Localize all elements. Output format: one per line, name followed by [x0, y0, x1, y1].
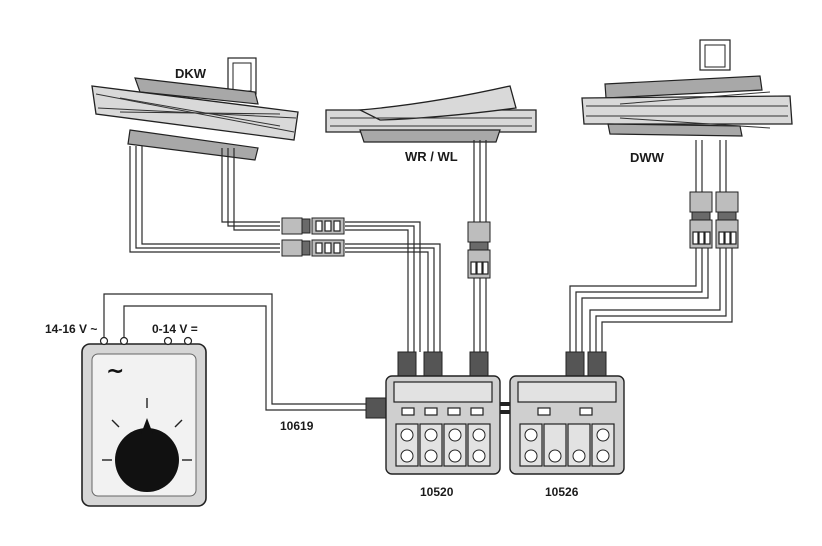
dkw-label: DKW: [175, 66, 207, 81]
dww-wires: [569, 140, 733, 352]
terminal-ac-2: [119, 336, 129, 346]
dkw-wires: [129, 146, 441, 352]
transformer: ~: [81, 336, 207, 507]
terminal-dc-2: [183, 336, 193, 346]
dww-connector-2: [715, 191, 739, 249]
cable-label: 10619: [280, 419, 314, 433]
dial-knob[interactable]: [102, 398, 192, 492]
dww-connector-1: [689, 191, 713, 249]
terminal-ac-1: [99, 336, 109, 346]
dkw-track: [91, 57, 299, 161]
ac-symbol: ~: [106, 359, 124, 384]
transformer-ac-label: 14-16 V ~: [45, 322, 97, 336]
dww-track: [581, 39, 793, 137]
decoder-10520: [385, 351, 501, 475]
dkw-connector-1: [281, 217, 345, 235]
decoder-link: [500, 402, 510, 414]
transformer-dc-label: 0-14 V =: [152, 322, 198, 336]
wr-wl-label: WR / WL: [405, 149, 458, 164]
decoder-10526-label: 10526: [545, 485, 579, 499]
transformer-wires: [103, 293, 366, 411]
cable-plug: [365, 397, 387, 419]
wr-wl-connector: [467, 221, 491, 279]
decoder-10520-label: 10520: [420, 485, 454, 499]
terminal-dc-1: [163, 336, 173, 346]
wr-wl-track: [325, 85, 537, 143]
decoder-10526: [509, 351, 625, 475]
dkw-connector-2: [281, 239, 345, 257]
wr-wl-wires: [473, 140, 487, 352]
dww-label: DWW: [630, 150, 665, 165]
